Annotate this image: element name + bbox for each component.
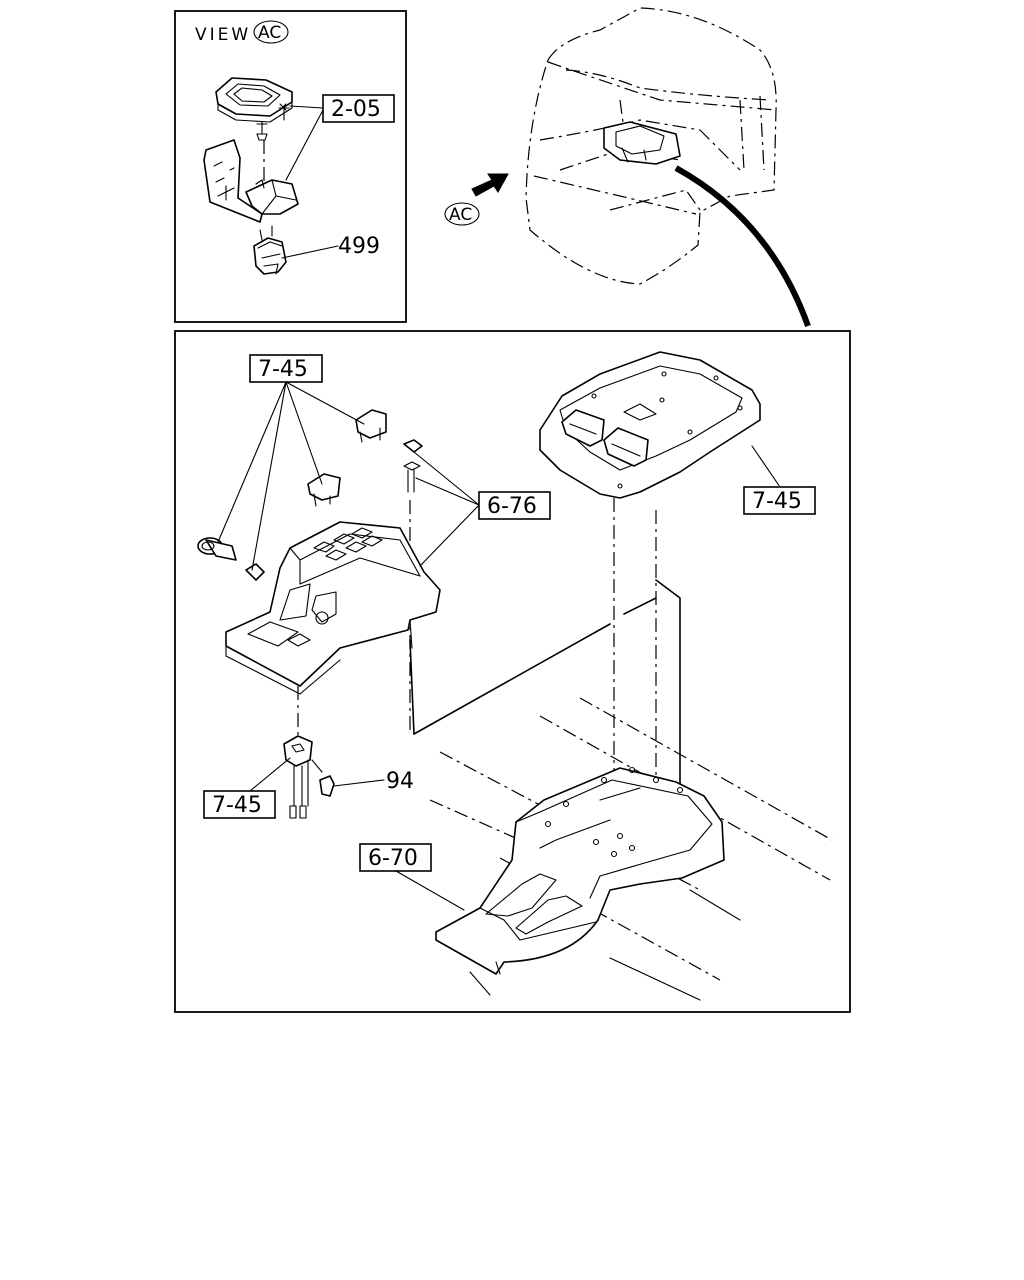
switch-cap-drawing bbox=[215, 77, 293, 123]
arrow-ref-circle bbox=[444, 202, 480, 226]
leader-line-499 bbox=[281, 245, 339, 259]
leader-line-94 bbox=[333, 779, 385, 787]
callout-box-6-70 bbox=[359, 843, 432, 872]
view-ref-label: AC bbox=[258, 23, 281, 43]
leader-line-2-05 bbox=[285, 105, 324, 181]
leader-lines-6-76 bbox=[413, 451, 480, 567]
harness-line-3 bbox=[413, 623, 611, 735]
callout-7-45-top: 7-45 bbox=[258, 357, 308, 382]
callout-6-76: 6-76 bbox=[487, 494, 537, 519]
front-console-drawing bbox=[225, 521, 441, 695]
callout-box-7-45-b bbox=[743, 486, 816, 515]
arrow-ref-label: AC bbox=[449, 205, 472, 225]
cab-overview-drawing bbox=[471, 7, 811, 328]
leader-lines-7-45-top bbox=[217, 381, 365, 571]
connector-499-drawing bbox=[253, 225, 287, 275]
switch-bracket-drawing bbox=[203, 139, 299, 223]
harness-line-2 bbox=[623, 597, 657, 615]
screw-icon-2 bbox=[278, 105, 290, 121]
callout-box-2-05 bbox=[322, 94, 395, 123]
view-ref-circle bbox=[253, 20, 289, 44]
harness-line bbox=[655, 579, 681, 791]
view-ac-panel: VIEW AC 2- bbox=[174, 10, 407, 323]
lower-switch-drawing bbox=[283, 686, 335, 819]
leader-line-7-45-right bbox=[751, 445, 781, 488]
callout-box-6-76 bbox=[478, 491, 551, 520]
main-panel: 7-45 6-76 7-45 7-45 94 6-70 bbox=[174, 330, 851, 1013]
callout-7-45-right: 7-45 bbox=[752, 489, 802, 514]
callout-499: 499 bbox=[338, 234, 380, 259]
view-label: VIEW bbox=[195, 25, 251, 45]
callout-2-05: 2-05 bbox=[331, 97, 381, 122]
harness-line-4 bbox=[409, 639, 415, 735]
overhead-console-drawing bbox=[539, 351, 761, 499]
callout-94: 94 bbox=[386, 769, 414, 794]
small-parts-drawing bbox=[197, 409, 423, 581]
callout-6-70: 6-70 bbox=[368, 846, 418, 871]
leader-line-7-45-bottom bbox=[249, 757, 291, 792]
callout-box-7-45-c bbox=[203, 790, 276, 819]
floor-console-drawing bbox=[435, 766, 725, 975]
callout-7-45-bottom: 7-45 bbox=[212, 793, 262, 818]
leader-line-6-70 bbox=[395, 870, 465, 911]
screw-icon bbox=[256, 121, 268, 141]
callout-box-7-45-a bbox=[249, 354, 323, 383]
